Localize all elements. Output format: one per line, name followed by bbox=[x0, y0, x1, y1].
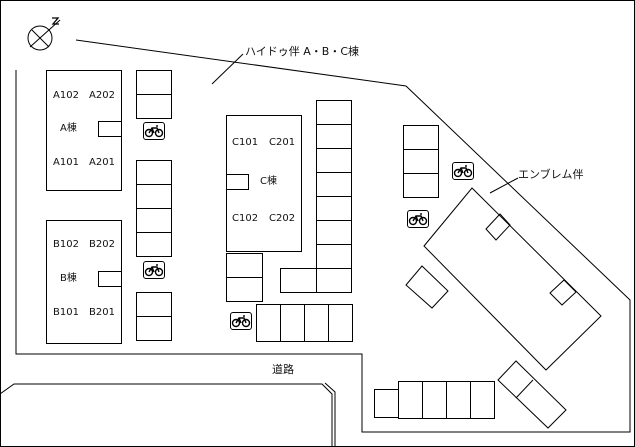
unit-b201-label: B201 bbox=[89, 307, 115, 318]
building-a bbox=[46, 70, 122, 191]
emblem-building bbox=[423, 187, 602, 371]
bicycle-icon bbox=[407, 210, 429, 228]
unit-b102-label: B102 bbox=[53, 239, 79, 250]
parking-bottom-row bbox=[256, 304, 353, 342]
parking-column-a bbox=[136, 70, 172, 119]
emblem-building-label: エンブレム伴 bbox=[518, 168, 584, 181]
emblem-leader-line bbox=[489, 177, 519, 194]
unit-b202-label: B202 bbox=[89, 239, 115, 250]
bicycle-icon bbox=[452, 162, 474, 180]
building-a-name: A棟 bbox=[60, 123, 77, 134]
parking-column-middle bbox=[136, 160, 172, 257]
unit-c102-label: C102 bbox=[232, 213, 259, 224]
unit-a201-label: A201 bbox=[89, 157, 115, 168]
building-c-name: C棟 bbox=[260, 176, 277, 187]
parking-tall-column bbox=[280, 100, 352, 293]
road-edge-left bbox=[0, 383, 333, 447]
parking-right-column bbox=[403, 125, 439, 198]
road-label: 道路 bbox=[272, 363, 294, 376]
bicycle-icon bbox=[230, 312, 252, 330]
parking-bottom-right-row bbox=[374, 381, 495, 419]
unit-a102-label: A102 bbox=[53, 90, 79, 101]
building-a-entrance bbox=[98, 121, 122, 137]
compass-north-icon bbox=[27, 17, 61, 51]
building-c-entrance bbox=[226, 174, 249, 190]
parking-column-b bbox=[136, 292, 172, 341]
building-b-entrance bbox=[98, 271, 122, 287]
parking-diagonal bbox=[497, 360, 567, 429]
unit-c101-label: C101 bbox=[232, 137, 259, 148]
heights-leader-line bbox=[211, 53, 244, 85]
bicycle-icon bbox=[143, 261, 165, 279]
unit-a101-label: A101 bbox=[53, 157, 79, 168]
road-edge-right bbox=[324, 382, 336, 447]
parking-below-c bbox=[226, 253, 263, 302]
bicycle-icon bbox=[143, 122, 165, 140]
building-b-name: B棟 bbox=[60, 273, 77, 284]
unit-c202-label: C202 bbox=[269, 213, 296, 224]
unit-c201-label: C201 bbox=[269, 137, 296, 148]
heights-building-label: ハイドゥ伴 A・B・C棟 bbox=[245, 45, 360, 58]
unit-b101-label: B101 bbox=[53, 307, 79, 318]
site-boundary bbox=[15, 39, 631, 433]
emblem-small-structure bbox=[405, 265, 449, 309]
unit-a202-label: A202 bbox=[89, 90, 115, 101]
